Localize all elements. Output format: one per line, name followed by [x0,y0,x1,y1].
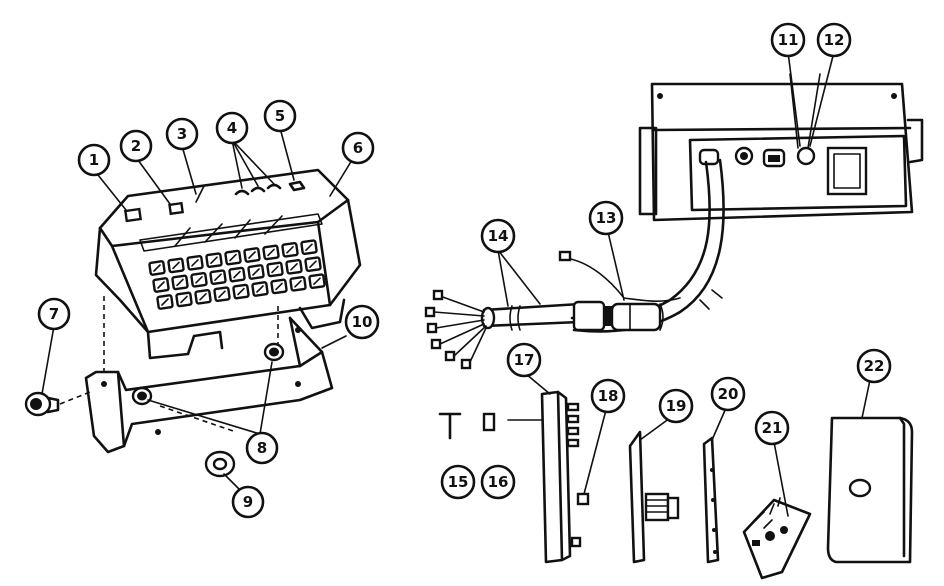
callout-1: 1 [77,143,111,177]
callout-3: 3 [165,117,199,151]
svg-text:10: 10 [352,313,373,331]
cover-part [826,416,914,564]
callout-11: 11 [770,22,806,58]
svg-text:5: 5 [275,107,285,125]
callout-10: 10 [344,304,380,340]
keypad-key-mark [305,243,313,251]
svg-text:11: 11 [778,31,799,49]
cable-connector-part [24,391,60,417]
svg-text:20: 20 [718,385,739,403]
keypad-key-mark [252,268,260,276]
monitor-housing [638,73,924,222]
keypad-key-mark [286,246,294,254]
svg-text:2: 2 [131,137,141,155]
svg-text:12: 12 [824,31,845,49]
clip-part-18 [570,492,590,548]
callout-7: 7 [37,297,71,331]
keypad-key-mark [309,260,317,268]
callout-21: 21 [754,410,790,446]
svg-text:13: 13 [596,209,617,227]
harness-cable [424,289,664,370]
keypad-key-mark [256,285,264,293]
svg-text:18: 18 [598,387,619,405]
svg-text:1: 1 [89,151,99,169]
callout-18: 18 [590,378,626,414]
rail-part [507,390,580,564]
bolt-part [438,412,462,440]
grommet-part [204,450,236,478]
keypad-key-mark [294,280,302,288]
keypad-key-mark [172,261,180,270]
callout-20: 20 [710,376,746,412]
keypad-key-mark [176,278,184,287]
mounting-bracket [84,316,334,454]
keypad-key-mark [191,259,199,267]
callout-9: 9 [231,485,265,519]
svg-text:22: 22 [864,357,885,375]
keypad-key-mark [214,273,222,281]
keypad-keys [148,239,326,310]
leader-lines [41,51,871,517]
keypad-key-mark [313,277,321,285]
callout-6: 6 [341,131,375,165]
callout-22: 22 [856,348,892,384]
callout-14: 14 [480,218,516,254]
keypad-key-mark [290,263,298,271]
keypad-key-mark [229,253,237,262]
callout-4: 4 [215,111,249,145]
callout-8: 8 [245,431,279,465]
svg-text:15: 15 [448,473,469,491]
nut-part [482,412,496,432]
strip-part-20 [702,436,720,564]
console-body [94,168,362,360]
bracket-plate-19 [628,430,680,564]
keypad-key-mark [195,276,203,284]
keypad-key-mark [275,282,283,291]
svg-text:14: 14 [488,227,509,245]
mounting-knob-right [263,342,285,362]
callout-19: 19 [658,388,694,424]
svg-text:16: 16 [488,473,509,491]
keypad-key-mark [157,281,165,289]
svg-text:9: 9 [243,493,253,511]
keypad-key-mark [161,298,169,306]
callout-5: 5 [263,99,297,133]
svg-text:4: 4 [227,119,237,137]
svg-text:7: 7 [49,305,59,323]
keypad-key-mark [267,248,275,257]
svg-text:21: 21 [762,419,783,437]
keypad-key-mark [210,256,218,264]
callout-17: 17 [506,342,542,378]
svg-text:3: 3 [177,125,187,143]
keypad-key-mark [271,265,279,274]
mounting-knob-left [131,386,153,406]
keypad-key-mark [218,290,226,298]
callout-2: 2 [119,129,153,163]
svg-text:6: 6 [353,139,363,157]
console-top-controls [124,180,306,223]
callout-16: 16 [480,464,516,500]
svg-text:8: 8 [257,439,267,457]
keypad-key-mark [180,295,188,304]
svg-text:17: 17 [514,351,535,369]
callout-13: 13 [588,200,624,236]
callout-15: 15 [440,464,476,500]
keypad-key-mark [199,293,207,301]
svg-text:19: 19 [666,397,687,415]
circuit-board-part [742,497,812,580]
keypad-key-mark [237,287,245,296]
callout-12: 12 [816,22,852,58]
keypad-key-mark [153,264,161,272]
keypad-key-mark [248,251,256,259]
keypad-key-mark [233,270,241,279]
